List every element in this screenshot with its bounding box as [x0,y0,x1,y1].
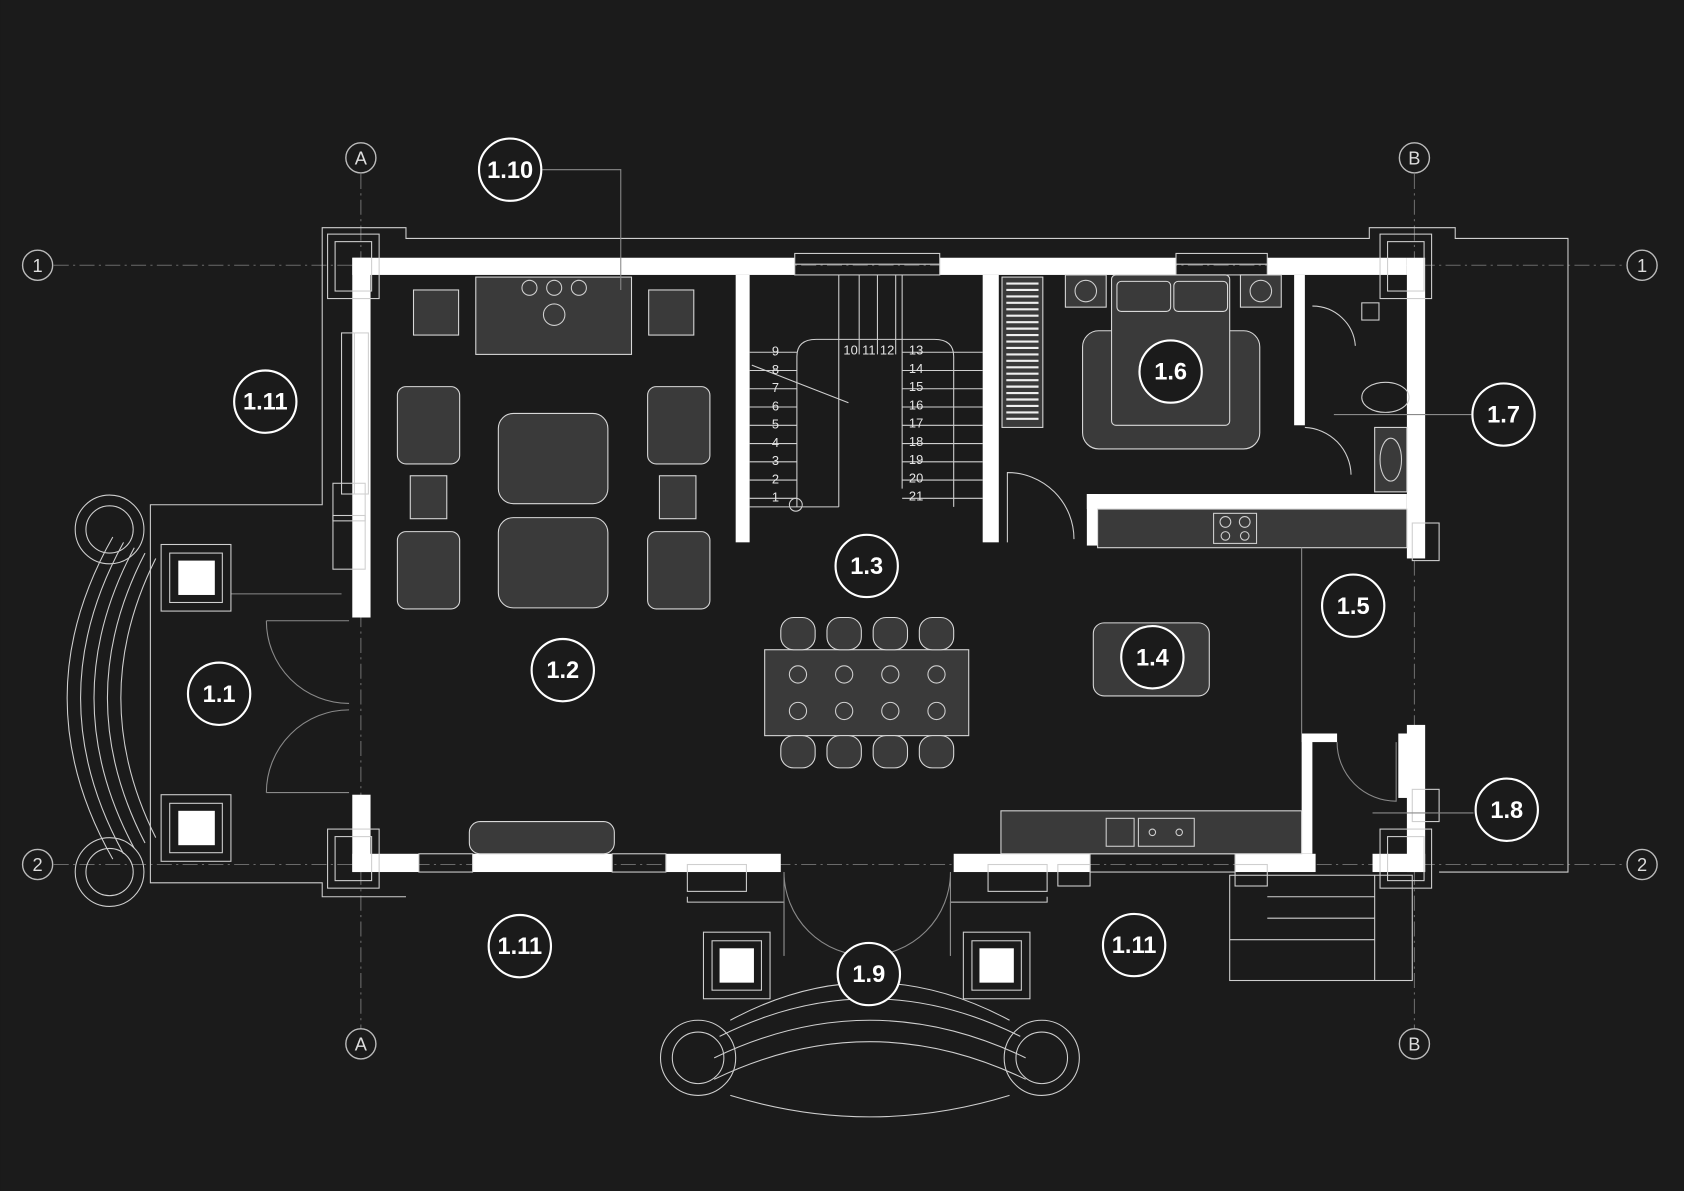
room-tag-label: 1.9 [852,962,885,988]
stair-step-number: 3 [772,453,779,468]
room-tag: 1.3 [834,533,899,599]
grid-axis-bubble: 2 [1626,848,1658,881]
room-tag-label: 1.6 [1154,360,1187,386]
room-tag-label: 1.8 [1490,798,1523,824]
dining-chair [918,735,955,769]
room-tag: 1.2 [530,637,595,703]
stair-step-number: 6 [772,398,779,413]
grid-axis-bubble: B [1398,1028,1431,1060]
grid-axis-label: 2 [1637,854,1647,875]
stair-step-number: 9 [772,344,779,359]
stair-step-number: 7 [772,380,779,395]
place-setting [788,665,808,684]
stair-step-number: 15 [909,379,923,394]
stair-step-number: 18 [909,434,923,449]
grid-axis-label: B [1408,147,1420,168]
dining-set [764,616,970,769]
dining-chair [780,735,816,769]
kitchen [1000,471,1408,855]
dining-chair [780,616,816,651]
stair-step-number: 5 [772,417,779,432]
stair-step-number: 16 [909,397,923,412]
place-setting [835,665,854,684]
stair-step-number: 19 [909,452,923,467]
grid-axis-bubble: A [345,1028,377,1060]
room-tag: 1.4 [1120,625,1185,690]
stair-step-number: 10 [843,343,857,358]
room-tag: 1.6 [1138,339,1203,404]
room-tag-label: 1.11 [497,934,542,960]
dining-chair [918,616,955,651]
dining-chair [872,735,909,769]
place-setting [927,701,946,721]
stair-step-number: 1 [772,490,779,505]
room-tag: 1.10 [477,137,543,202]
stair-step-number: 13 [909,343,923,358]
room-tag-label: 1.5 [1337,594,1370,620]
place-setting [881,701,900,721]
stair-step-number: 20 [909,470,923,485]
grid-axis-label: A [355,147,368,168]
leader-lines [542,169,1474,814]
place-setting [927,665,946,684]
grid-axis-bubble: 2 [21,848,54,881]
room-tag: 1.9 [836,941,902,1007]
room-tag: 1.11 [233,369,298,434]
stair-step-number: 4 [772,435,779,450]
grid-axis-bubble: B [1398,142,1431,174]
grid-axis-label: 2 [33,854,43,875]
stair-step-number: 8 [772,362,779,377]
terrace-outline [149,227,1569,982]
room-tag: 1.11 [487,913,553,979]
grid-axis-label: A [355,1033,368,1054]
room-tag: 1.5 [1320,573,1386,638]
dining-chair [872,616,909,651]
room-tag-label: 1.1 [203,682,236,708]
stair-step-number: 2 [772,471,779,486]
room-tag: 1.1 [186,661,252,726]
stair-step-number: 17 [909,416,923,431]
room-tag-label: 1.4 [1136,645,1169,671]
place-setting [788,701,808,721]
room-tag: 1.8 [1474,777,1539,842]
room-tag-label: 1.7 [1487,403,1520,429]
room-tag-label: 1.10 [487,158,533,184]
grid-axis-bubble: 1 [1626,249,1658,281]
stair-step-number: 14 [909,361,923,376]
dining-chair [826,616,862,651]
grid-axis-bubble: A [345,142,377,174]
grid-axis-label: B [1408,1033,1420,1054]
room-tag-label: 1.3 [850,554,883,580]
stair-step-number: 21 [909,489,923,504]
grid-axis-label: 1 [33,255,43,276]
grid-axis-bubble: 1 [21,249,54,281]
living-room-furniture [396,276,711,855]
walls [327,233,1440,892]
left-entrance-steps [66,494,350,907]
room-tag-label: 1.11 [1112,933,1157,959]
place-setting [835,701,854,721]
grid-axis-label: 1 [1637,255,1647,276]
stair-step-number: 12 [880,343,894,358]
room-tag: 1.7 [1471,382,1536,447]
stair-step-number: 11 [862,343,875,358]
dining-chair [826,735,862,769]
room-tag-label: 1.2 [546,658,579,684]
room-tag-label: 1.11 [243,390,288,416]
place-setting [881,665,900,684]
room-tag: 1.11 [1101,912,1167,978]
